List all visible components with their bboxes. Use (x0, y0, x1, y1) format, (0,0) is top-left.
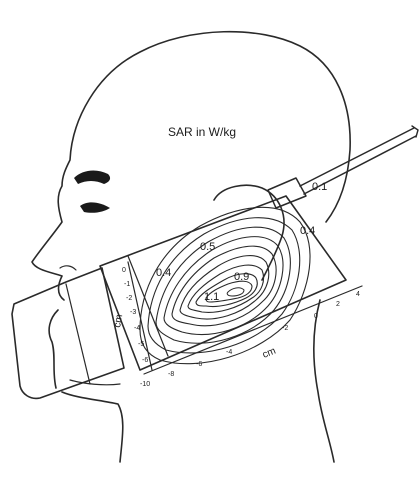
horizontal-tick: -10 (140, 381, 150, 388)
vertical-tick: -4 (134, 325, 140, 332)
vertical-tick: -3 (130, 309, 136, 316)
vertical-tick: 0 (122, 267, 126, 274)
horizontal-tick: 0 (314, 313, 318, 320)
vertical-axis-unit: cm (112, 313, 125, 328)
diagram-title: SAR in W/kg (168, 125, 236, 139)
contour-label-0.9: 0.9 (234, 271, 249, 283)
horizontal-axis-unit: cm (261, 346, 277, 361)
antenna-top-line (300, 128, 414, 186)
eyebrow-mark (74, 171, 110, 184)
contour-label-0.5: 0.5 (200, 241, 215, 253)
vertical-axis-ticks: 0 -1 -2 -3 -4 -5 -6 (122, 267, 148, 364)
horizontal-tick: -2 (282, 325, 288, 332)
horizontal-tick: 4 (356, 291, 360, 298)
contour-label-1.1: 1.1 (204, 291, 219, 303)
contour-label-0.1: 0.1 (312, 181, 327, 193)
neck-back-outline (314, 300, 334, 462)
antenna-base (268, 178, 306, 208)
earpiece-divider (66, 284, 90, 384)
vertical-tick: -5 (138, 341, 144, 348)
antenna-tip (412, 126, 418, 137)
vertical-tick: -1 (124, 281, 130, 288)
vertical-tick: -6 (142, 357, 148, 364)
horizontal-tick: -8 (168, 371, 174, 378)
eye-mark (80, 202, 110, 212)
horizontal-tick: -4 (226, 349, 232, 356)
sar-contours (140, 207, 310, 363)
contour-label-0.4-right: 0.4 (300, 225, 315, 237)
ear-outline (214, 185, 284, 280)
contour-label-0.4-left: 0.4 (156, 267, 171, 279)
phone-earpiece (12, 268, 124, 398)
phone-body (100, 196, 346, 370)
vertical-tick: -2 (126, 295, 132, 302)
head-outline (32, 32, 350, 462)
horizontal-tick: -6 (196, 361, 202, 368)
nose-detail (60, 266, 76, 270)
horizontal-tick: 2 (336, 301, 340, 308)
